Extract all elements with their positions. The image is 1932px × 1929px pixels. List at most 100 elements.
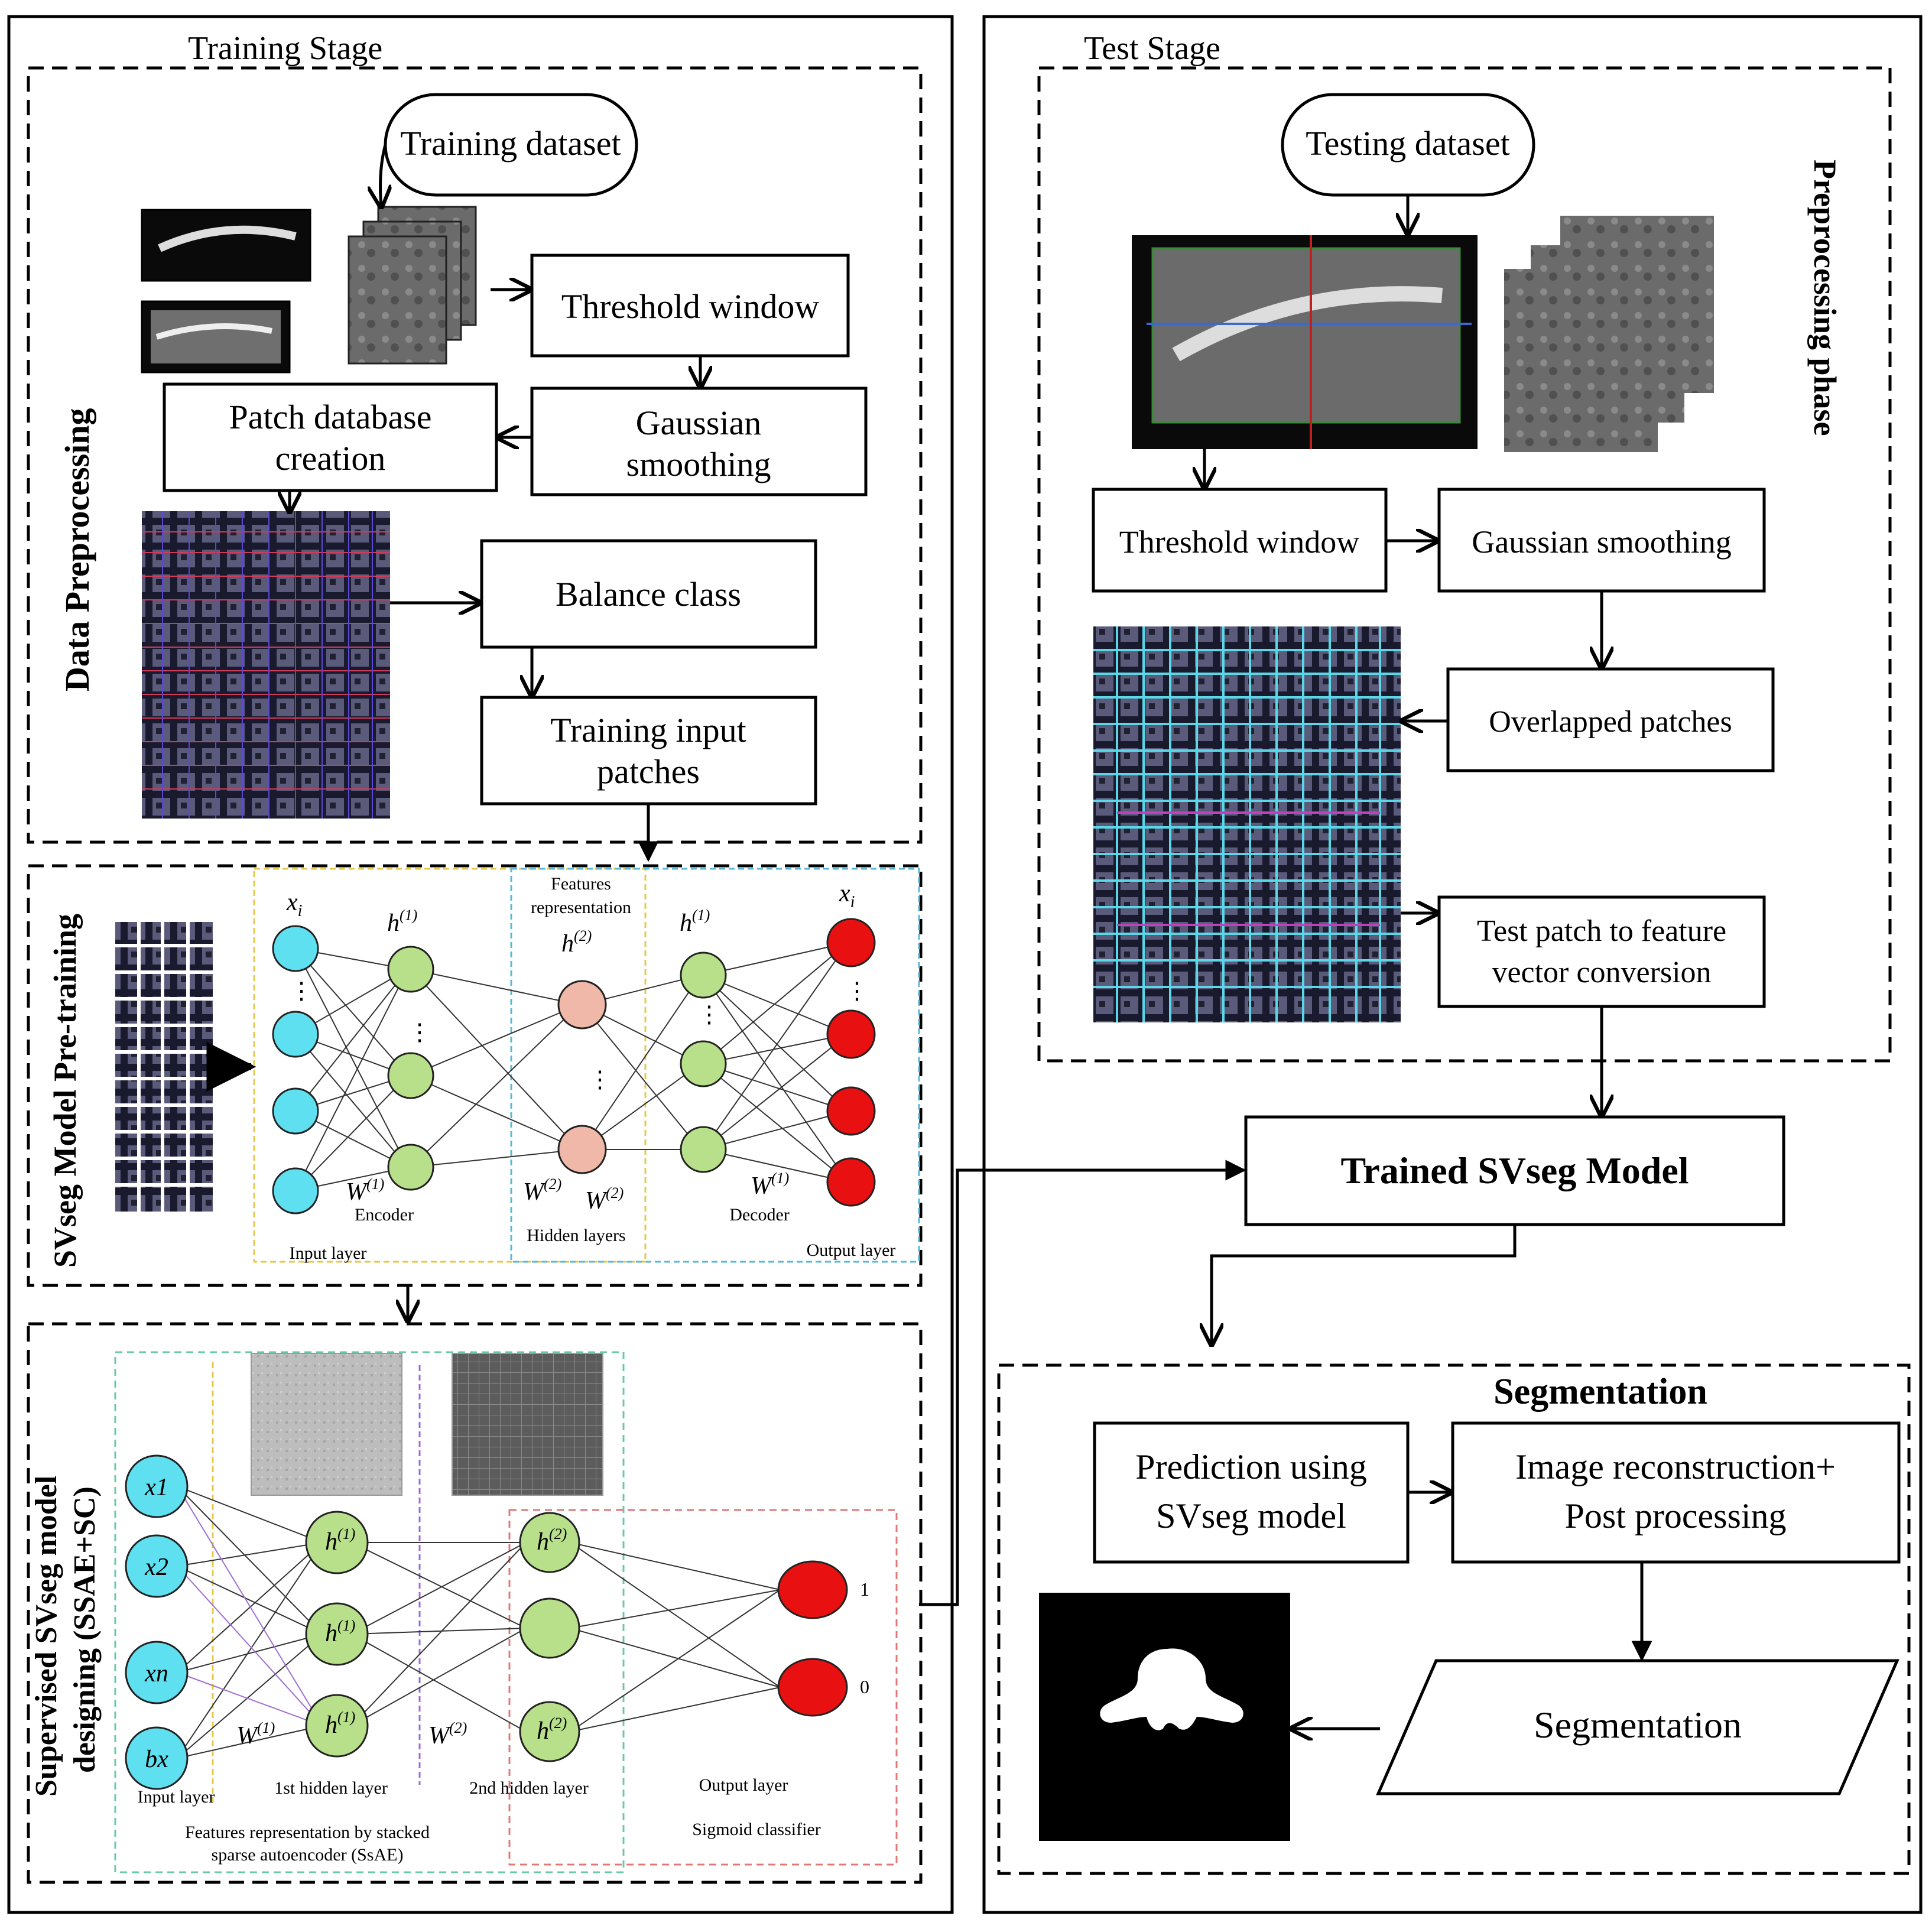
test-patch-conversion-label-1: Test patch to feature bbox=[1477, 914, 1726, 948]
h2-label: h(2) bbox=[561, 927, 592, 957]
segmentation-frame bbox=[997, 1363, 1911, 1875]
training-input-label-1: Training input bbox=[550, 711, 746, 749]
training-patch-grid bbox=[142, 511, 390, 819]
balance-class-label: Balance class bbox=[556, 575, 741, 613]
h2-1-node-label: h(2) bbox=[537, 1525, 567, 1555]
segmentation-output-label: Segmentation bbox=[1534, 1704, 1742, 1746]
out-1-label: 1 bbox=[860, 1579, 869, 1600]
axial-ct-stack bbox=[348, 206, 477, 365]
dots-decoder: ⋮ bbox=[697, 1001, 721, 1028]
supervised-label-2: designing (SSAE+SC) bbox=[68, 1486, 102, 1773]
ssae-hidden2-label: 2nd hidden layer bbox=[469, 1778, 589, 1798]
training-dataset-label: Training dataset bbox=[400, 124, 621, 163]
ssae-hidden1-nodes bbox=[305, 1511, 369, 1758]
x1-node-label: x1 bbox=[144, 1474, 168, 1501]
sigmoid-output-nodes bbox=[777, 1560, 848, 1717]
xn-node-label: xn bbox=[144, 1660, 168, 1687]
input-layer-label: Input layer bbox=[290, 1243, 367, 1263]
overlapped-patch-grid bbox=[1093, 626, 1401, 1022]
decoder-label: Decoder bbox=[729, 1205, 790, 1225]
pretraining-label: SVseg Model Pre-training bbox=[47, 914, 83, 1268]
pretraining-patch-thumbs bbox=[115, 922, 213, 1212]
ssae-edges bbox=[177, 1486, 781, 1759]
ssae-caption-2: sparse autoencoder (SsAE) bbox=[212, 1845, 404, 1865]
encoder-hidden-nodes bbox=[387, 946, 434, 1191]
balance-class-box bbox=[480, 539, 817, 649]
threshold-window-label: Threshold window bbox=[561, 287, 820, 326]
test-patch-conversion-box bbox=[1437, 895, 1766, 1008]
ssae-hidden2-nodes bbox=[519, 1512, 580, 1762]
training-input-patches-box bbox=[480, 696, 817, 806]
dots-hidden: ⋮ bbox=[408, 1019, 431, 1045]
training-input-label-2: patches bbox=[597, 752, 700, 791]
hidden-layers-label: Hidden layers bbox=[527, 1226, 625, 1245]
test-stage-frame bbox=[982, 15, 1923, 1914]
test-stage-title: Test Stage bbox=[1084, 30, 1220, 67]
ssae-caption-1: Features representation by stacked bbox=[185, 1823, 430, 1842]
trained-model-label: Trained SVseg Model bbox=[1340, 1149, 1689, 1191]
training-stage-title: Training Stage bbox=[188, 30, 382, 67]
test-gaussian-box bbox=[1437, 488, 1766, 593]
reconstruction-label-1: Image reconstruction+ bbox=[1515, 1447, 1836, 1486]
bx-node-label: bx bbox=[145, 1746, 168, 1773]
test-preprocessing-frame bbox=[1037, 66, 1892, 1063]
ssae-hidden1-label: 1st hidden layer bbox=[274, 1778, 388, 1798]
w1-encoder-label: W(1) bbox=[346, 1175, 384, 1206]
overlapped-patches-label: Overlapped patches bbox=[1489, 705, 1732, 739]
test-sagittal-ct bbox=[1132, 235, 1478, 449]
reconstruction-box bbox=[1451, 1421, 1901, 1564]
h1-node-label: h(1) bbox=[325, 1525, 355, 1555]
h1-hat-label: h(1) bbox=[680, 907, 710, 937]
pretraining-frame bbox=[27, 864, 923, 1287]
test-patch-conversion-label-2: vector conversion bbox=[1492, 956, 1711, 989]
trained-model-box bbox=[1244, 1115, 1785, 1226]
xhat-label: xi bbox=[839, 880, 855, 911]
gaussian-smoothing-label-1: Gaussian bbox=[636, 404, 762, 442]
patch-database-box bbox=[163, 382, 498, 492]
xi-label: xi bbox=[286, 889, 302, 920]
preprocessing-phase-label: Preprocessing phase bbox=[1807, 160, 1843, 436]
arrow-model-to-segmentation bbox=[1212, 1225, 1517, 1345]
ssae-region bbox=[114, 1351, 625, 1873]
vertebra-mask-image bbox=[1039, 1593, 1290, 1841]
w2-hat-label: W(2) bbox=[585, 1184, 624, 1214]
overlapped-patches-box bbox=[1446, 667, 1775, 772]
test-axial-ct-stack bbox=[1504, 216, 1714, 452]
encoder-region bbox=[253, 868, 647, 1263]
ssae-w2-label: W(2) bbox=[428, 1719, 467, 1749]
encoder-label: Encoder bbox=[355, 1205, 414, 1225]
hh-node-label: h(1) bbox=[325, 1709, 355, 1739]
data-preprocessing-label: Data Preprocessing bbox=[58, 408, 96, 691]
test-gaussian-label: Gaussian smoothing bbox=[1472, 524, 1732, 560]
feature-nodes bbox=[557, 980, 607, 1174]
gaussian-smoothing-box bbox=[530, 387, 868, 496]
out-0-label: 0 bbox=[860, 1676, 869, 1697]
dots-input: ⋮ bbox=[290, 978, 313, 1004]
reconstruction-label-2: Post processing bbox=[1565, 1496, 1787, 1535]
ssae-purple-edges bbox=[177, 1486, 323, 1726]
feature-map-noise bbox=[251, 1353, 402, 1496]
prediction-label-2: SVseg model bbox=[1156, 1496, 1346, 1535]
ssae-input-nodes bbox=[125, 1454, 189, 1790]
w2-label: W(2) bbox=[523, 1175, 561, 1206]
feature-map-grid bbox=[452, 1353, 603, 1496]
patch-database-label-2: creation bbox=[275, 439, 386, 478]
sagittal-ct-thumbnail bbox=[141, 209, 311, 374]
dots-output: ⋮ bbox=[845, 978, 869, 1004]
h1-label: h(1) bbox=[387, 907, 417, 937]
segmentation-output-parallelogram bbox=[1376, 1659, 1899, 1795]
threshold-window-box bbox=[530, 254, 850, 358]
segmentation-title: Segmentation bbox=[1493, 1372, 1707, 1412]
prediction-box bbox=[1093, 1421, 1410, 1564]
features-rep-label-1: Features bbox=[551, 874, 611, 894]
arrow-supervised-to-trained-model bbox=[919, 1160, 1246, 1606]
testing-dataset-label: Testing dataset bbox=[1306, 124, 1509, 163]
gaussian-smoothing-label-2: smoothing bbox=[626, 445, 771, 483]
ssae-w1-label: W(1) bbox=[236, 1719, 275, 1749]
supervised-label-1: Supervised SVseg model bbox=[30, 1476, 63, 1797]
test-threshold-window-label: Threshold window bbox=[1119, 524, 1359, 560]
output-layer-label: Output layer bbox=[807, 1240, 896, 1260]
hidden-region bbox=[510, 868, 920, 1263]
ssae-input-layer-label: Input layer bbox=[138, 1787, 215, 1807]
